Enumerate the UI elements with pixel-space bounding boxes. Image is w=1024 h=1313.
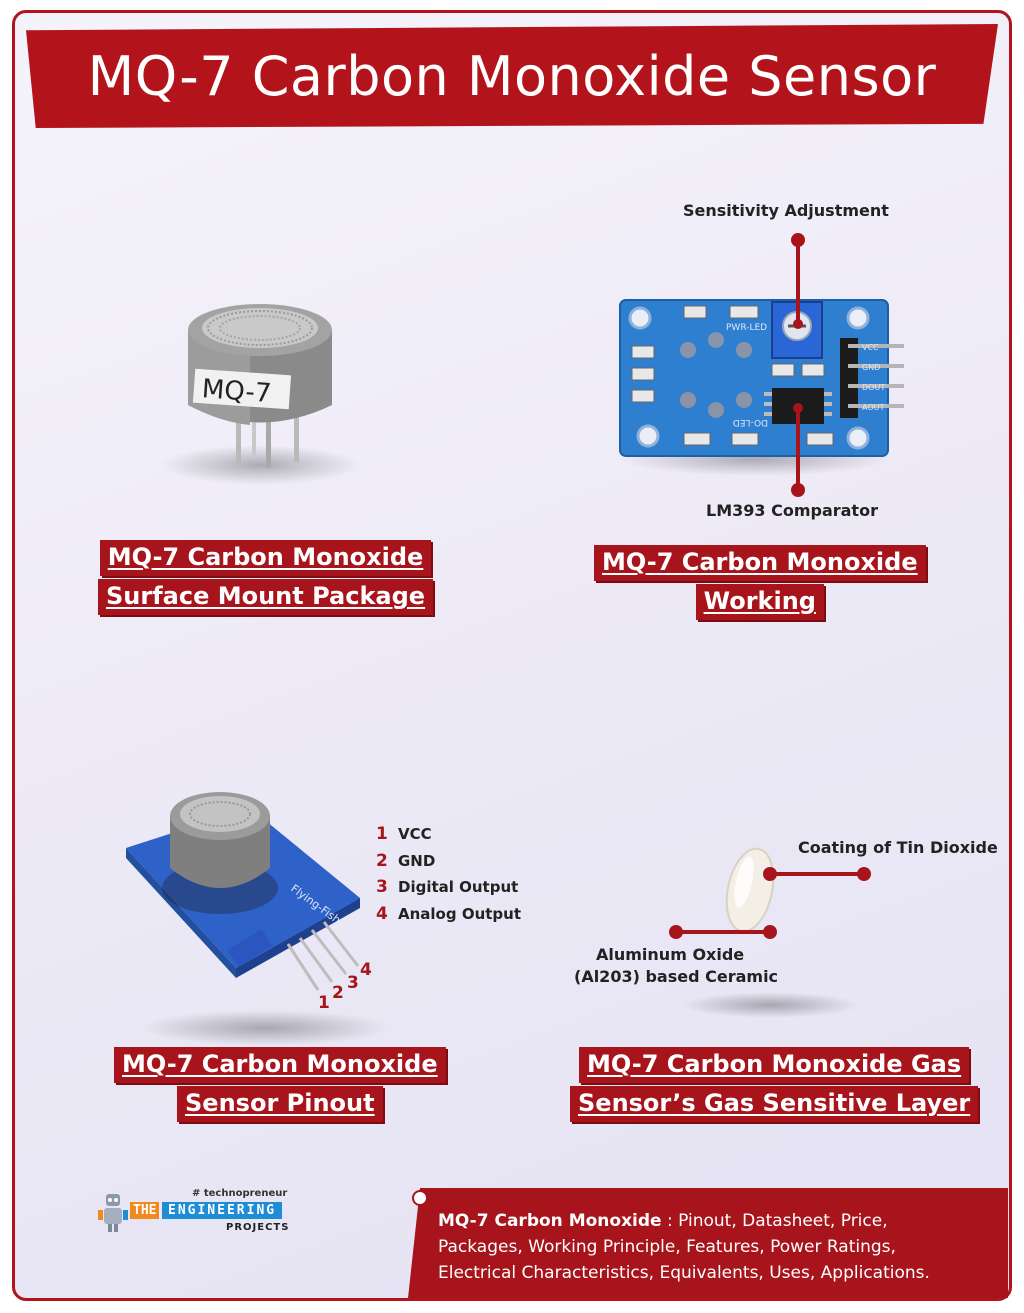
pin-name: Analog Output (398, 905, 522, 923)
caption-pinout: MQ-7 Carbon Monoxide Sensor Pinout (114, 1047, 446, 1122)
header-pin (848, 344, 904, 348)
sensor-leg (252, 410, 256, 455)
sensitive-layer-image (669, 847, 871, 939)
logo-hashtag: # technopreneur (192, 1188, 288, 1199)
pin-name: Digital Output (398, 878, 519, 896)
pin-digit-2: 2 (332, 983, 344, 1003)
page-title: MQ-7 Carbon Monoxide Sensor (87, 44, 937, 108)
sensor-leg (236, 410, 241, 465)
pcb-pin-label-gnd: GND (862, 363, 880, 372)
pin-name: GND (398, 852, 436, 870)
pin-number: 2 (376, 851, 388, 871)
pin-list-item: 2 GND (376, 851, 435, 871)
logo-projects: PROJECTS (226, 1222, 290, 1233)
label-aluminum-oxide-line1: Aluminum Oxide (596, 945, 745, 964)
pin-digit-1: 1 (318, 993, 330, 1013)
sensor-leg (266, 416, 271, 468)
pin-number: 4 (376, 904, 388, 924)
pinout-pin-1 (286, 943, 320, 991)
footer-line1: : Pinout, Datasheet, Price, (661, 1211, 888, 1231)
pin-header (840, 338, 858, 418)
title-banner: MQ-7 Carbon Monoxide Sensor (26, 24, 998, 128)
caption-working-line1: MQ-7 Carbon Monoxide (594, 545, 926, 581)
caption-smd-line2: Surface Mount Package (98, 579, 434, 615)
caption-working: MQ-7 Carbon Monoxide Working (594, 545, 926, 620)
pin-digit-4: 4 (360, 960, 372, 980)
pin-list-item: 1 VCC (376, 824, 432, 844)
caption-layer-line2: Sensor’s Gas Sensitive Layer (570, 1086, 979, 1122)
smd-sensor-shadow (160, 445, 360, 485)
footer-bold: MQ-7 Carbon Monoxide (438, 1211, 662, 1231)
mq7-module-working-image: PWR-LED DO-LED VCC GND DOUT AOUT (619, 233, 904, 497)
pin-list-item: 4 Analog Output (376, 904, 521, 924)
sensor-sticker (192, 368, 292, 410)
layer-shadow (680, 992, 860, 1018)
pcb-pin-label-dout: DOUT (862, 383, 885, 392)
mq7-module-pinout-image: Flying-Fish 1 2 3 4 (126, 792, 372, 1013)
mq7-smd-sensor-image: MQ-7 (188, 304, 332, 468)
sensor-model-text: MQ-7 (201, 374, 272, 409)
pcb-label-do-led: DO-LED (733, 417, 768, 427)
caption-pinout-line1: MQ-7 Carbon Monoxide (114, 1047, 446, 1083)
caption-layer: MQ-7 Carbon Monoxide Gas Sensor’s Gas Se… (570, 1047, 979, 1122)
pcb-label-pwr-led: PWR-LED (726, 323, 767, 333)
label-aluminum-oxide-line2: (Al203) based Ceramic (574, 967, 779, 986)
mount-hole (628, 306, 652, 330)
caption-smd-line1: MQ-7 Carbon Monoxide (99, 540, 432, 576)
pcb-pin-label-aout: AOUT (862, 403, 884, 412)
pin-number: 1 (376, 824, 388, 844)
caption-pinout-line2: Sensor Pinout (177, 1086, 383, 1122)
caption-working-line2: Working (695, 584, 824, 620)
pin-name: VCC (398, 825, 432, 843)
pin-digit-3: 3 (347, 973, 359, 993)
pinout-pin-2 (298, 937, 334, 983)
mount-hole (846, 306, 870, 330)
label-sensitivity-adjustment: Sensitivity Adjustment (683, 201, 889, 220)
pinout-pin-4 (322, 921, 360, 967)
sensor-leg (294, 410, 299, 462)
page-frame (12, 10, 1012, 1301)
robot-icon (98, 1194, 128, 1232)
pcb-pin-label-vcc: VCC (862, 343, 879, 352)
logo-engineering: ENGINEERING (162, 1202, 283, 1219)
footer-line3: Electrical Characteristics, Equivalents,… (438, 1263, 930, 1283)
caption-layer-line1: MQ-7 Carbon Monoxide Gas (579, 1047, 970, 1083)
sensor-mesh (202, 308, 318, 348)
mount-hole (636, 424, 660, 448)
the-engineering-projects-logo: # technopreneur THE ENGINEERING PROJECTS (96, 1186, 296, 1246)
caption-smd: MQ-7 Carbon Monoxide Surface Mount Packa… (98, 540, 434, 615)
mount-hole (846, 426, 870, 450)
footer-dot (412, 1190, 428, 1206)
label-coating-tin-dioxide: Coating of Tin Dioxide (798, 838, 998, 857)
header-pin (848, 364, 904, 368)
header-pin (848, 404, 904, 408)
header-pin (848, 384, 904, 388)
footer-line2: Packages, Working Principle, Features, P… (438, 1237, 896, 1257)
label-lm393-comparator: LM393 Comparator (706, 501, 878, 520)
pinout-pin-3 (310, 929, 348, 975)
logo-the: THE (130, 1202, 160, 1219)
footer-description: MQ-7 Carbon Monoxide : Pinout, Datasheet… (408, 1188, 1008, 1298)
pinout-sensor-mesh (180, 796, 260, 832)
pin-list-item: 3 Digital Output (376, 877, 518, 897)
pinout-shadow (140, 1010, 390, 1046)
pin-number: 3 (376, 877, 388, 897)
